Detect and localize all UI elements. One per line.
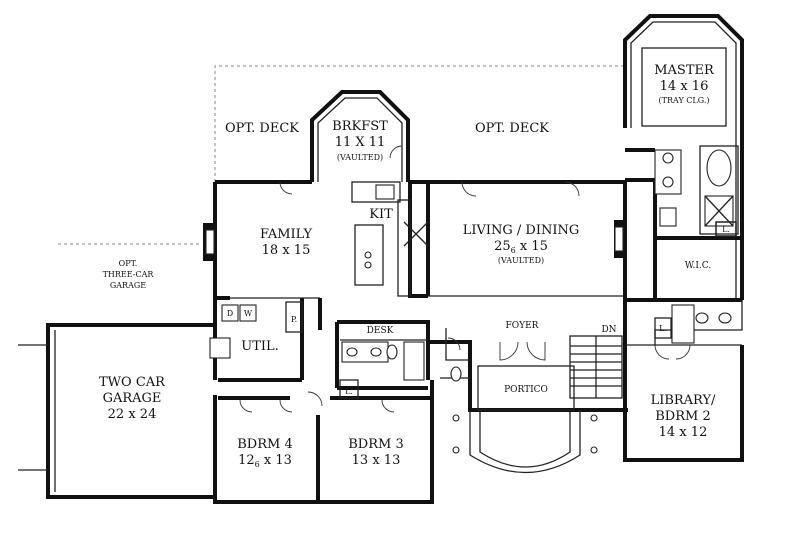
- garage-label-2: GARAGE: [103, 391, 162, 406]
- linen-label-c: L.: [659, 324, 667, 333]
- bdrm4-size-main: 12: [238, 453, 255, 468]
- garage-label: TWO CAR: [99, 375, 166, 390]
- kitchen-fixtures: [351, 181, 429, 297]
- foyer-label: FOYER: [506, 321, 539, 331]
- bath-fixtures: [341, 304, 732, 382]
- laundry-fixtures: [209, 304, 257, 359]
- family-label: FAMILY: [260, 227, 313, 242]
- dryer-label: D: [227, 309, 233, 318]
- opt-deck-left-label: OPT. DECK: [225, 121, 299, 136]
- bdrm4-size-rest: x 13: [260, 453, 292, 468]
- opt-garage-line3: GARAGE: [110, 281, 146, 290]
- brkfst-size: 11 X 11: [335, 135, 386, 150]
- master-suite-walls: [623, 14, 744, 345]
- desk-label: DESK: [367, 326, 394, 336]
- bdrm4-size-sub: 6: [255, 460, 260, 469]
- fireplace-family: [203, 223, 215, 261]
- brkfst-label: BRKFST: [332, 119, 388, 134]
- opt-deck-right-label: OPT. DECK: [475, 121, 549, 136]
- family-size: 18 x 15: [262, 243, 311, 258]
- washer-label: W: [244, 309, 253, 318]
- portico-label: PORTICO: [504, 385, 548, 395]
- kit-label: KIT: [369, 207, 393, 222]
- library-size: 14 x 12: [659, 425, 708, 440]
- bdrm3-label: BDRM 3: [348, 437, 403, 452]
- main-house-walls: [213, 180, 744, 504]
- master-label: MASTER: [654, 63, 715, 78]
- living-dining-size-rest: x 15: [516, 239, 548, 254]
- wic-label: W.I.C.: [685, 261, 712, 271]
- library-label-2: BDRM 2: [655, 409, 710, 424]
- fireplace-living: [614, 220, 626, 258]
- bdrm4-label: BDRM 4: [237, 437, 292, 452]
- brkfst-note: (VAULTED): [337, 153, 383, 162]
- breakfast-bay-walls: [310, 90, 410, 182]
- util-label: UTIL.: [241, 339, 279, 354]
- opt-garage-line2: THREE-CAR: [103, 270, 155, 279]
- living-dining-size: 256 x 15: [494, 239, 548, 255]
- linen-label-a: L.: [722, 225, 730, 234]
- dn-label: DN: [601, 325, 616, 335]
- linen-closet-library: [654, 317, 672, 339]
- living-dining-label: LIVING / DINING: [463, 223, 580, 238]
- pantry-closet: [285, 301, 303, 333]
- master-size: 14 x 16: [660, 79, 709, 94]
- living-dining-size-main: 25: [494, 239, 511, 254]
- portico-outline: [452, 365, 598, 474]
- garage-size: 22 x 24: [108, 407, 157, 422]
- opt-garage-line1: OPT.: [119, 259, 138, 268]
- stair: [569, 335, 623, 399]
- bdrm4-size: 126 x 13: [238, 453, 292, 469]
- linen-closet-hall: [339, 379, 359, 399]
- linen-closet-master: [715, 221, 737, 237]
- library-label: LIBRARY/: [651, 393, 716, 408]
- living-dining-size-sub: 6: [511, 246, 516, 255]
- pantry-label: P.: [291, 315, 297, 324]
- door-swings: [239, 145, 691, 413]
- master-note: (TRAY CLG.): [659, 96, 710, 105]
- bdrm3-size: 13 x 13: [352, 453, 401, 468]
- opt-deck-outline: [58, 65, 626, 245]
- living-dining-note: (VAULTED): [498, 256, 544, 265]
- linen-label-b: L.: [345, 387, 353, 396]
- garage-walls: [18, 323, 215, 499]
